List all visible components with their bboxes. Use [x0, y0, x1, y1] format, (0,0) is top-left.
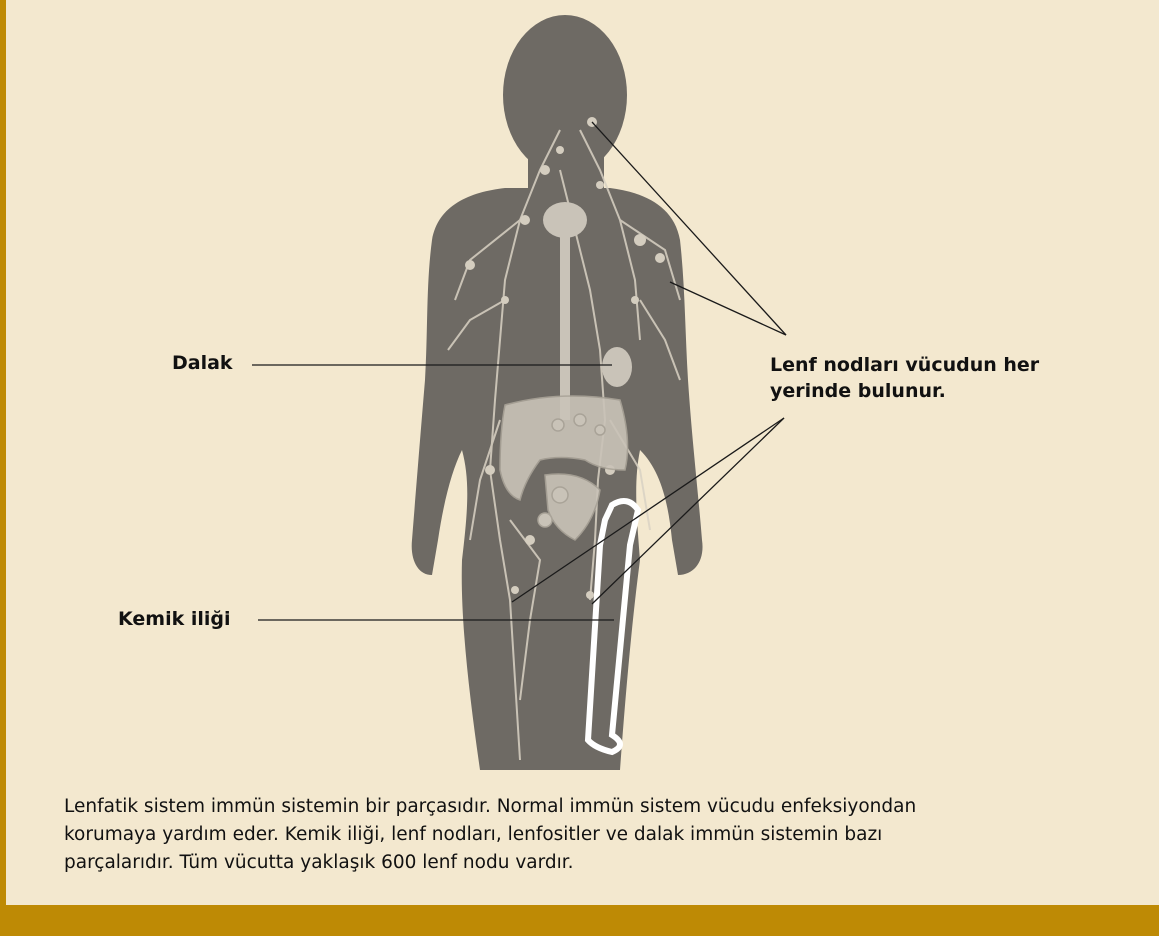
lymph-nodes-label: Lenf nodları vücudun her yerinde bulunur… — [770, 352, 1100, 404]
caption-line2: korumaya yardım eder. Kemik iliği, lenf … — [64, 821, 1124, 849]
caption-line1: Lenfatik sistem immün sistemin bir parça… — [64, 793, 1124, 821]
lymph-nodes-label-line2: yerinde bulunur. — [770, 378, 1100, 404]
bone-marrow-label: Kemik iliği — [118, 606, 231, 632]
human-silhouette — [412, 15, 703, 770]
aorta — [560, 230, 570, 420]
lymph-nodes-label-line1: Lenf nodları vücudun her — [770, 352, 1100, 378]
caption-line3: parçalarıdır. Tüm vücutta yaklaşık 600 l… — [64, 849, 1124, 877]
body-diagram — [0, 0, 1159, 905]
caption: Lenfatik sistem immün sistemin bir parça… — [64, 793, 1124, 877]
frame-bottom-border — [0, 905, 1159, 936]
spleen-label: Dalak — [172, 350, 233, 376]
spleen-organ — [602, 347, 632, 387]
